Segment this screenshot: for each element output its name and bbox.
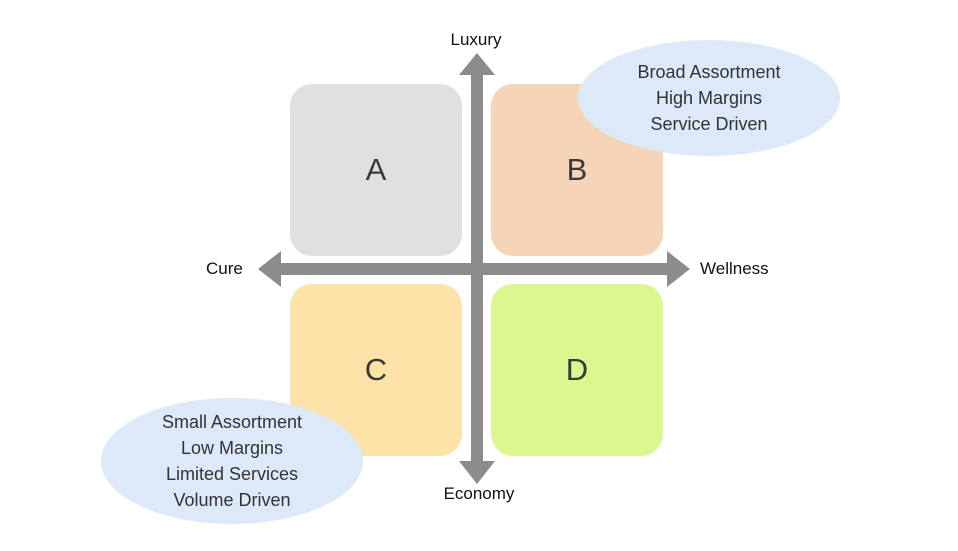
callout-line: Volume Driven xyxy=(173,490,291,510)
axis-label-right: Wellness xyxy=(700,259,769,278)
callout-line: High Margins xyxy=(655,88,763,108)
callout-bubble-bottom-left: Small Assortment Low Margins Limited Ser… xyxy=(101,398,363,524)
quadrant-d: D xyxy=(491,284,663,456)
axis-label-top: Luxury xyxy=(450,30,502,49)
axis-label-left: Cure xyxy=(206,259,243,278)
arrow-down-icon xyxy=(459,461,495,484)
callout-line: Small Assortment xyxy=(161,412,303,432)
arrow-left-icon xyxy=(258,251,281,287)
arrow-right-icon xyxy=(667,251,690,287)
callout-line: Service Driven xyxy=(650,114,768,134)
axis-label-bottom: Economy xyxy=(443,484,515,503)
callout-line: Broad Assortment xyxy=(637,62,781,82)
quadrant-a: A xyxy=(290,84,462,256)
arrow-up-icon xyxy=(459,53,495,75)
callout-line: Limited Services xyxy=(165,464,299,484)
horizontal-axis-shaft xyxy=(278,263,670,275)
callout-bubble-top-right: Broad Assortment High Margins Service Dr… xyxy=(578,40,840,156)
callout-line: Low Margins xyxy=(180,438,284,458)
